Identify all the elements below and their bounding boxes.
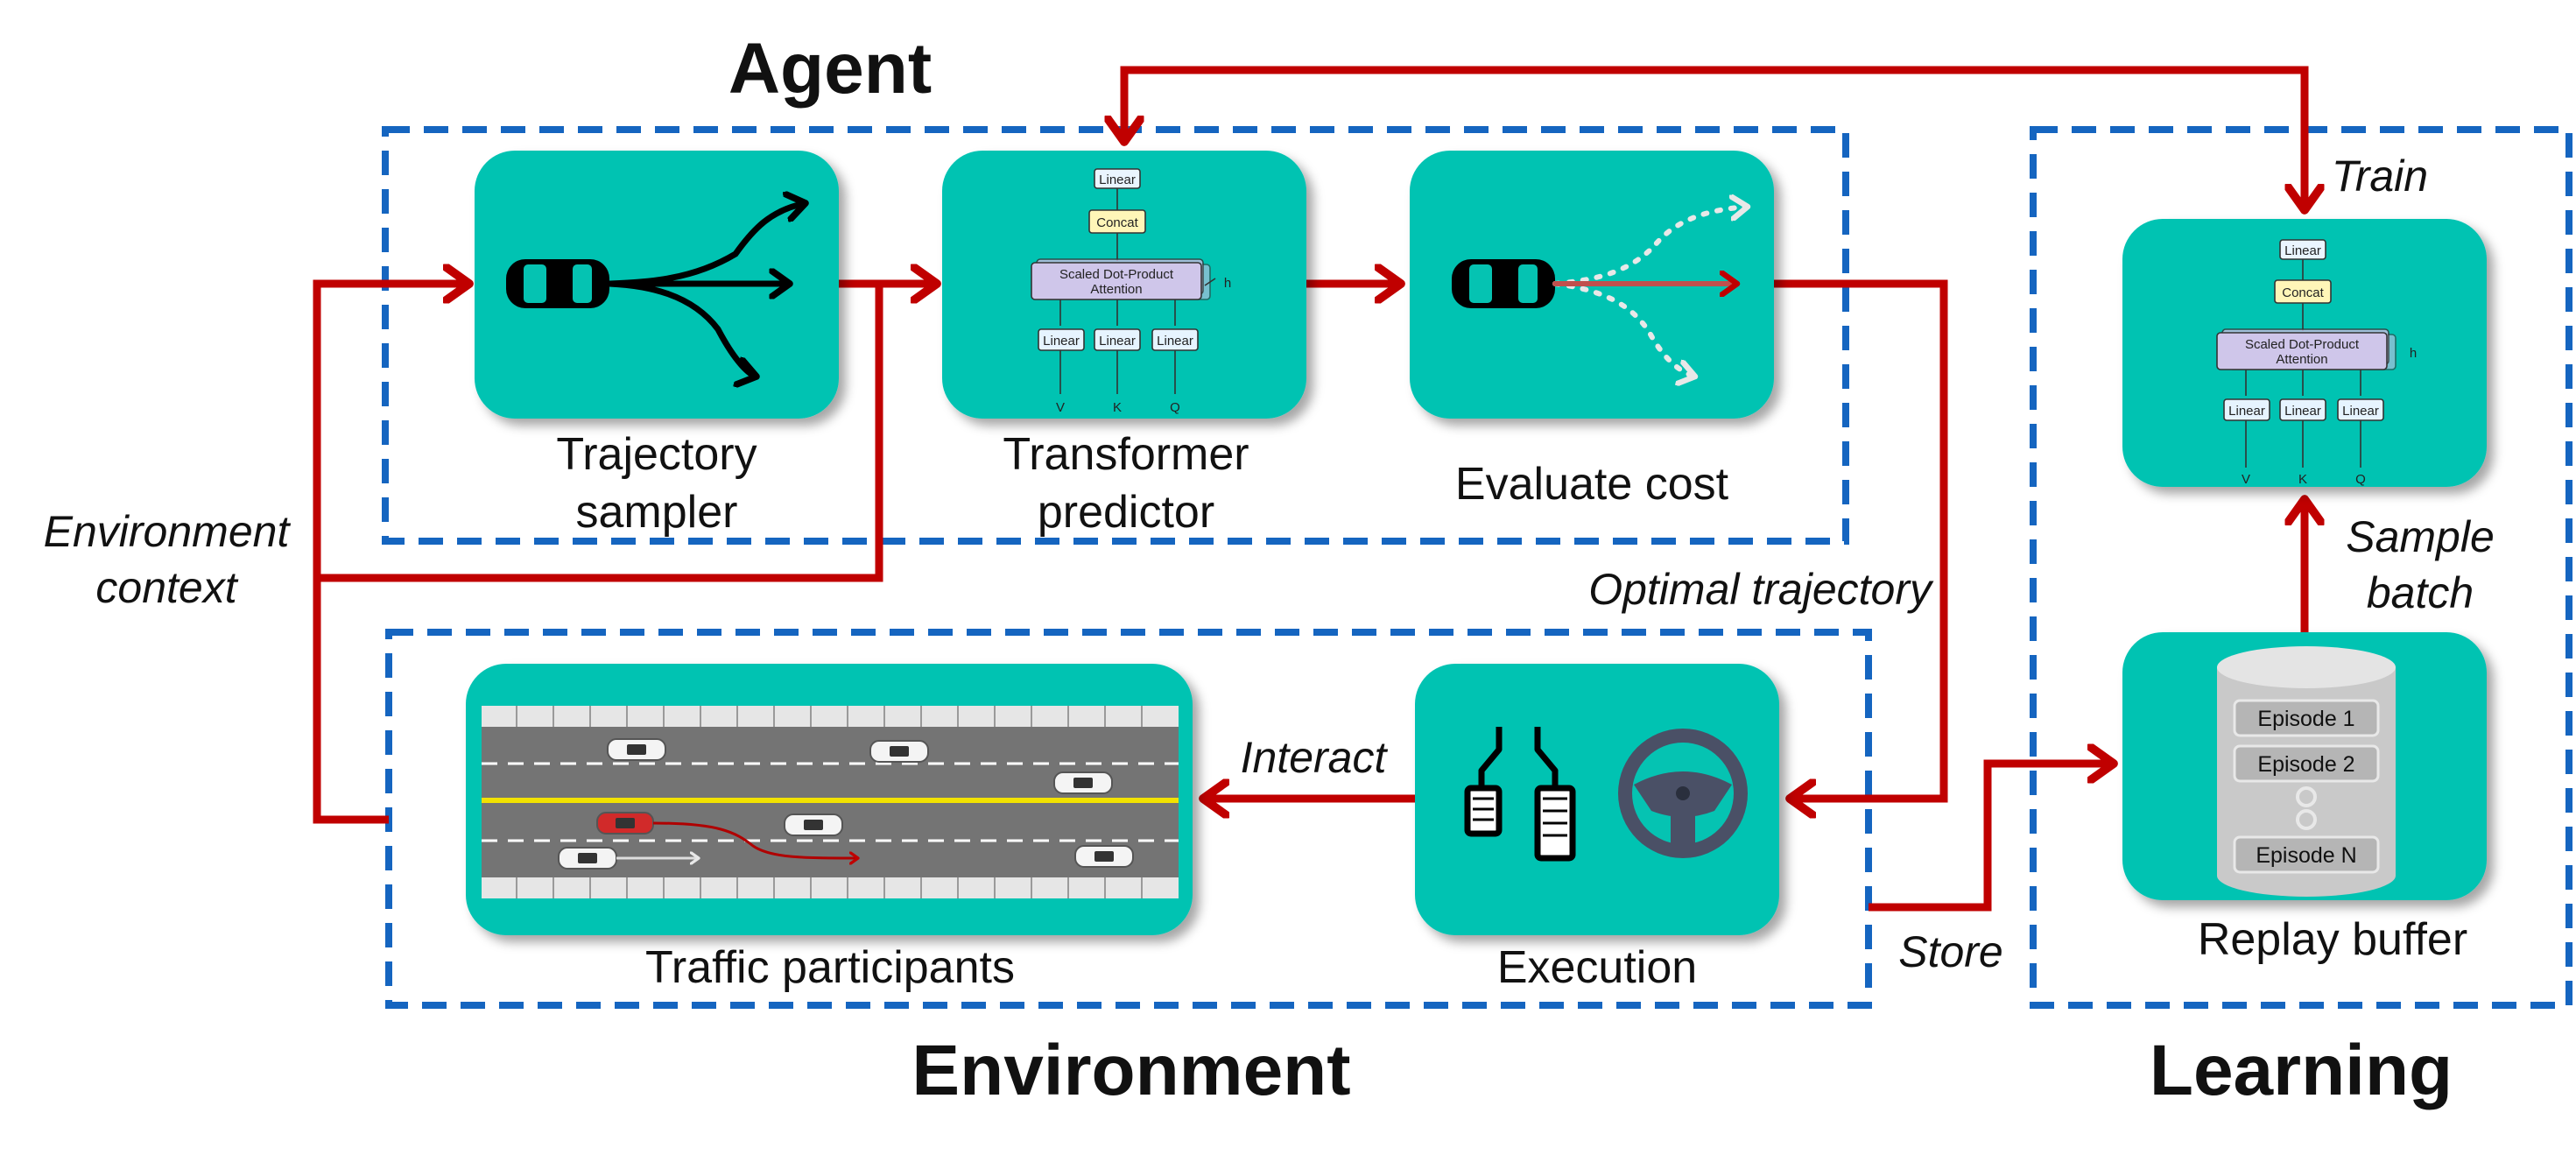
attention-block-icon <box>2216 239 2397 468</box>
learner-head: h <box>2410 346 2417 361</box>
box-trajectory-sampler: Trajectory sampler <box>475 151 839 538</box>
episode-n: Episode N <box>2256 843 2356 868</box>
environment-title: Environment <box>911 1031 1350 1110</box>
transformer-predictor-label-1: Transformer <box>1003 429 1249 480</box>
database-cylinder-icon <box>2217 646 2396 897</box>
transformer-predictor-label-2: predictor <box>1038 487 1214 538</box>
arrow-environment-context <box>313 284 469 824</box>
learning-title: Learning <box>2150 1031 2453 1110</box>
evaluated-trajectories-icon <box>1552 207 1748 377</box>
box-replay-buffer: Episode 1 Episode 2 Episode N Replay buf… <box>2122 632 2487 965</box>
car-icon <box>1452 259 1555 308</box>
episode-2: Episode 2 <box>2257 752 2354 777</box>
episode-1: Episode 1 <box>2257 707 2354 731</box>
vehicle-windows <box>578 744 1114 863</box>
box-traffic-participants: Traffic participants <box>466 664 1193 993</box>
attention-linear-k: Linear <box>1099 334 1136 349</box>
environment-context-label-1: Environment <box>44 507 292 556</box>
learner-input-k: K <box>2298 472 2307 487</box>
learner-linear-top: Linear <box>2284 243 2321 258</box>
trajectory-sampler-label-2: sampler <box>576 487 738 538</box>
replay-buffer-label: Replay buffer <box>2198 914 2467 965</box>
attention-linear-v: Linear <box>1043 334 1080 349</box>
environment-context-label-2: context <box>95 563 238 612</box>
learner-linear-q: Linear <box>2342 404 2379 419</box>
learner-input-q: Q <box>2355 472 2366 487</box>
learner-linear-k: Linear <box>2284 404 2321 419</box>
agent-title: Agent <box>728 29 932 109</box>
attention-name-2: Attention <box>1090 282 1142 297</box>
attention-input-q: Q <box>1170 400 1180 415</box>
steering-wheel-icon <box>1618 729 1748 858</box>
attention-head: h <box>1224 276 1231 291</box>
car-icon <box>506 259 609 308</box>
trajectory-sampler-label-1: Trajectory <box>556 429 757 480</box>
branching-trajectories-icon <box>606 203 806 377</box>
attention-concat: Concat <box>1096 215 1138 230</box>
box-learner-transformer: Linear Concat Scaled Dot-Product Attenti… <box>2122 219 2487 487</box>
learning-container <box>2030 126 2572 1009</box>
box-evaluate-cost: Evaluate cost <box>1410 151 1774 510</box>
optimal-trajectory-label: Optimal trajectory <box>1588 565 1934 614</box>
attention-block-icon <box>1031 168 1216 394</box>
evaluate-cost-label: Evaluate cost <box>1455 459 1729 510</box>
learner-attention-2: Attention <box>2276 352 2327 367</box>
learner-attention-1: Scaled Dot-Product <box>2245 337 2360 352</box>
sample-batch-label-1: Sample <box>2346 512 2495 561</box>
pedals-icon <box>1464 727 1576 862</box>
interact-label: Interact <box>1241 733 1389 782</box>
execution-label: Execution <box>1497 942 1697 993</box>
arrow-store <box>1869 764 2114 912</box>
ego-planned-path <box>652 821 858 858</box>
sample-batch-label-2: batch <box>2367 568 2474 617</box>
train-label: Train <box>2332 151 2428 201</box>
learner-input-v: V <box>2242 472 2250 487</box>
flow-arrows <box>313 66 2305 912</box>
box-execution: Execution <box>1415 664 1779 993</box>
store-label: Store <box>1898 927 2003 976</box>
arrow-context-to-predictor <box>317 284 883 582</box>
attention-input-v: V <box>1056 400 1065 415</box>
learner-concat: Concat <box>2282 285 2324 300</box>
attention-name-1: Scaled Dot-Product <box>1059 267 1174 282</box>
box-transformer-predictor: Linear Concat Scaled Dot-Product Attenti… <box>942 151 1306 538</box>
attention-linear-q: Linear <box>1157 334 1193 349</box>
agent-container <box>382 126 1849 545</box>
attention-input-k: K <box>1113 400 1122 415</box>
arrow-optimal-trajectory <box>1774 279 1948 799</box>
attention-linear-top: Linear <box>1099 173 1136 187</box>
traffic-participants-label: Traffic participants <box>645 942 1015 993</box>
road-scene <box>482 706 1179 898</box>
learner-linear-v: Linear <box>2228 404 2265 419</box>
